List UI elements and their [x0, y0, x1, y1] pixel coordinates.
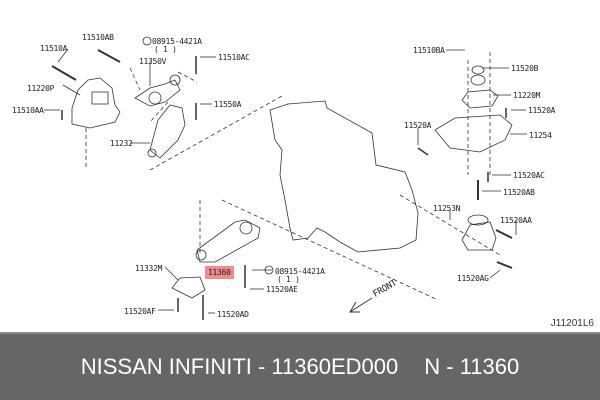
callout-11253N: 11253N	[433, 204, 461, 213]
callout-08915-4421A-bottom: 08915-4421A	[275, 267, 325, 276]
callout-11520AE: 11520AE	[266, 285, 298, 294]
mount-11220P	[71, 77, 121, 129]
callout-11520AG: 11520AG	[457, 274, 489, 283]
callout-11350V: 11350V	[139, 57, 167, 66]
engine-outline	[269, 100, 419, 253]
callout-11510BA: 11510BA	[413, 46, 445, 55]
callout-11332M: 11332M	[135, 264, 163, 273]
diagram-code: J11201L6	[550, 318, 594, 329]
callout-11550A: 11550A	[214, 100, 242, 109]
callout-11232: 11232	[110, 139, 133, 148]
parts-diagram: 11510A 11510AB 08915-4421A ( 1 ) 11510AC…	[12, 33, 594, 329]
callout-11520AB: 11520AB	[503, 188, 535, 197]
callout-11520B: 11520B	[511, 64, 539, 73]
callout-11510AB: 11510AB	[82, 33, 114, 42]
callout-qty-top: ( 1 )	[154, 45, 177, 54]
callout-11520AA: 11520AA	[500, 216, 532, 225]
callout-11520AF: 11520AF	[124, 307, 156, 316]
callout-11220P: 11220P	[27, 84, 55, 93]
diagram-drawing	[44, 36, 527, 320]
callout-11520A-left: 11520A	[404, 121, 432, 130]
highlighted-part-11360: 11360	[205, 266, 234, 279]
callout-11510AC: 11510AC	[218, 53, 250, 62]
callout-11520AD: 11520AD	[217, 310, 249, 319]
callout-11254: 11254	[529, 131, 552, 140]
reference-number: N - 11360	[424, 354, 520, 379]
callout-11510AA: 11510AA	[12, 106, 44, 115]
callout-qty-bottom: ( 1 )	[277, 275, 300, 284]
brand-part-number: NISSAN INFINITI - 11360ED000	[80, 354, 399, 379]
callout-11510A: 11510A	[40, 44, 68, 53]
callout-08915-4421A-top: 08915-4421A	[152, 37, 202, 46]
torque-rod-11360	[196, 219, 261, 263]
callout-11520AC: 11520AC	[513, 171, 545, 180]
front-arrow	[349, 297, 373, 313]
callout-11220M: 11220M	[513, 91, 541, 100]
callout-11520A-right: 11520A	[528, 106, 556, 115]
part-number-banner: NISSAN INFINITI - 11360ED000 N - 11360	[0, 332, 600, 400]
